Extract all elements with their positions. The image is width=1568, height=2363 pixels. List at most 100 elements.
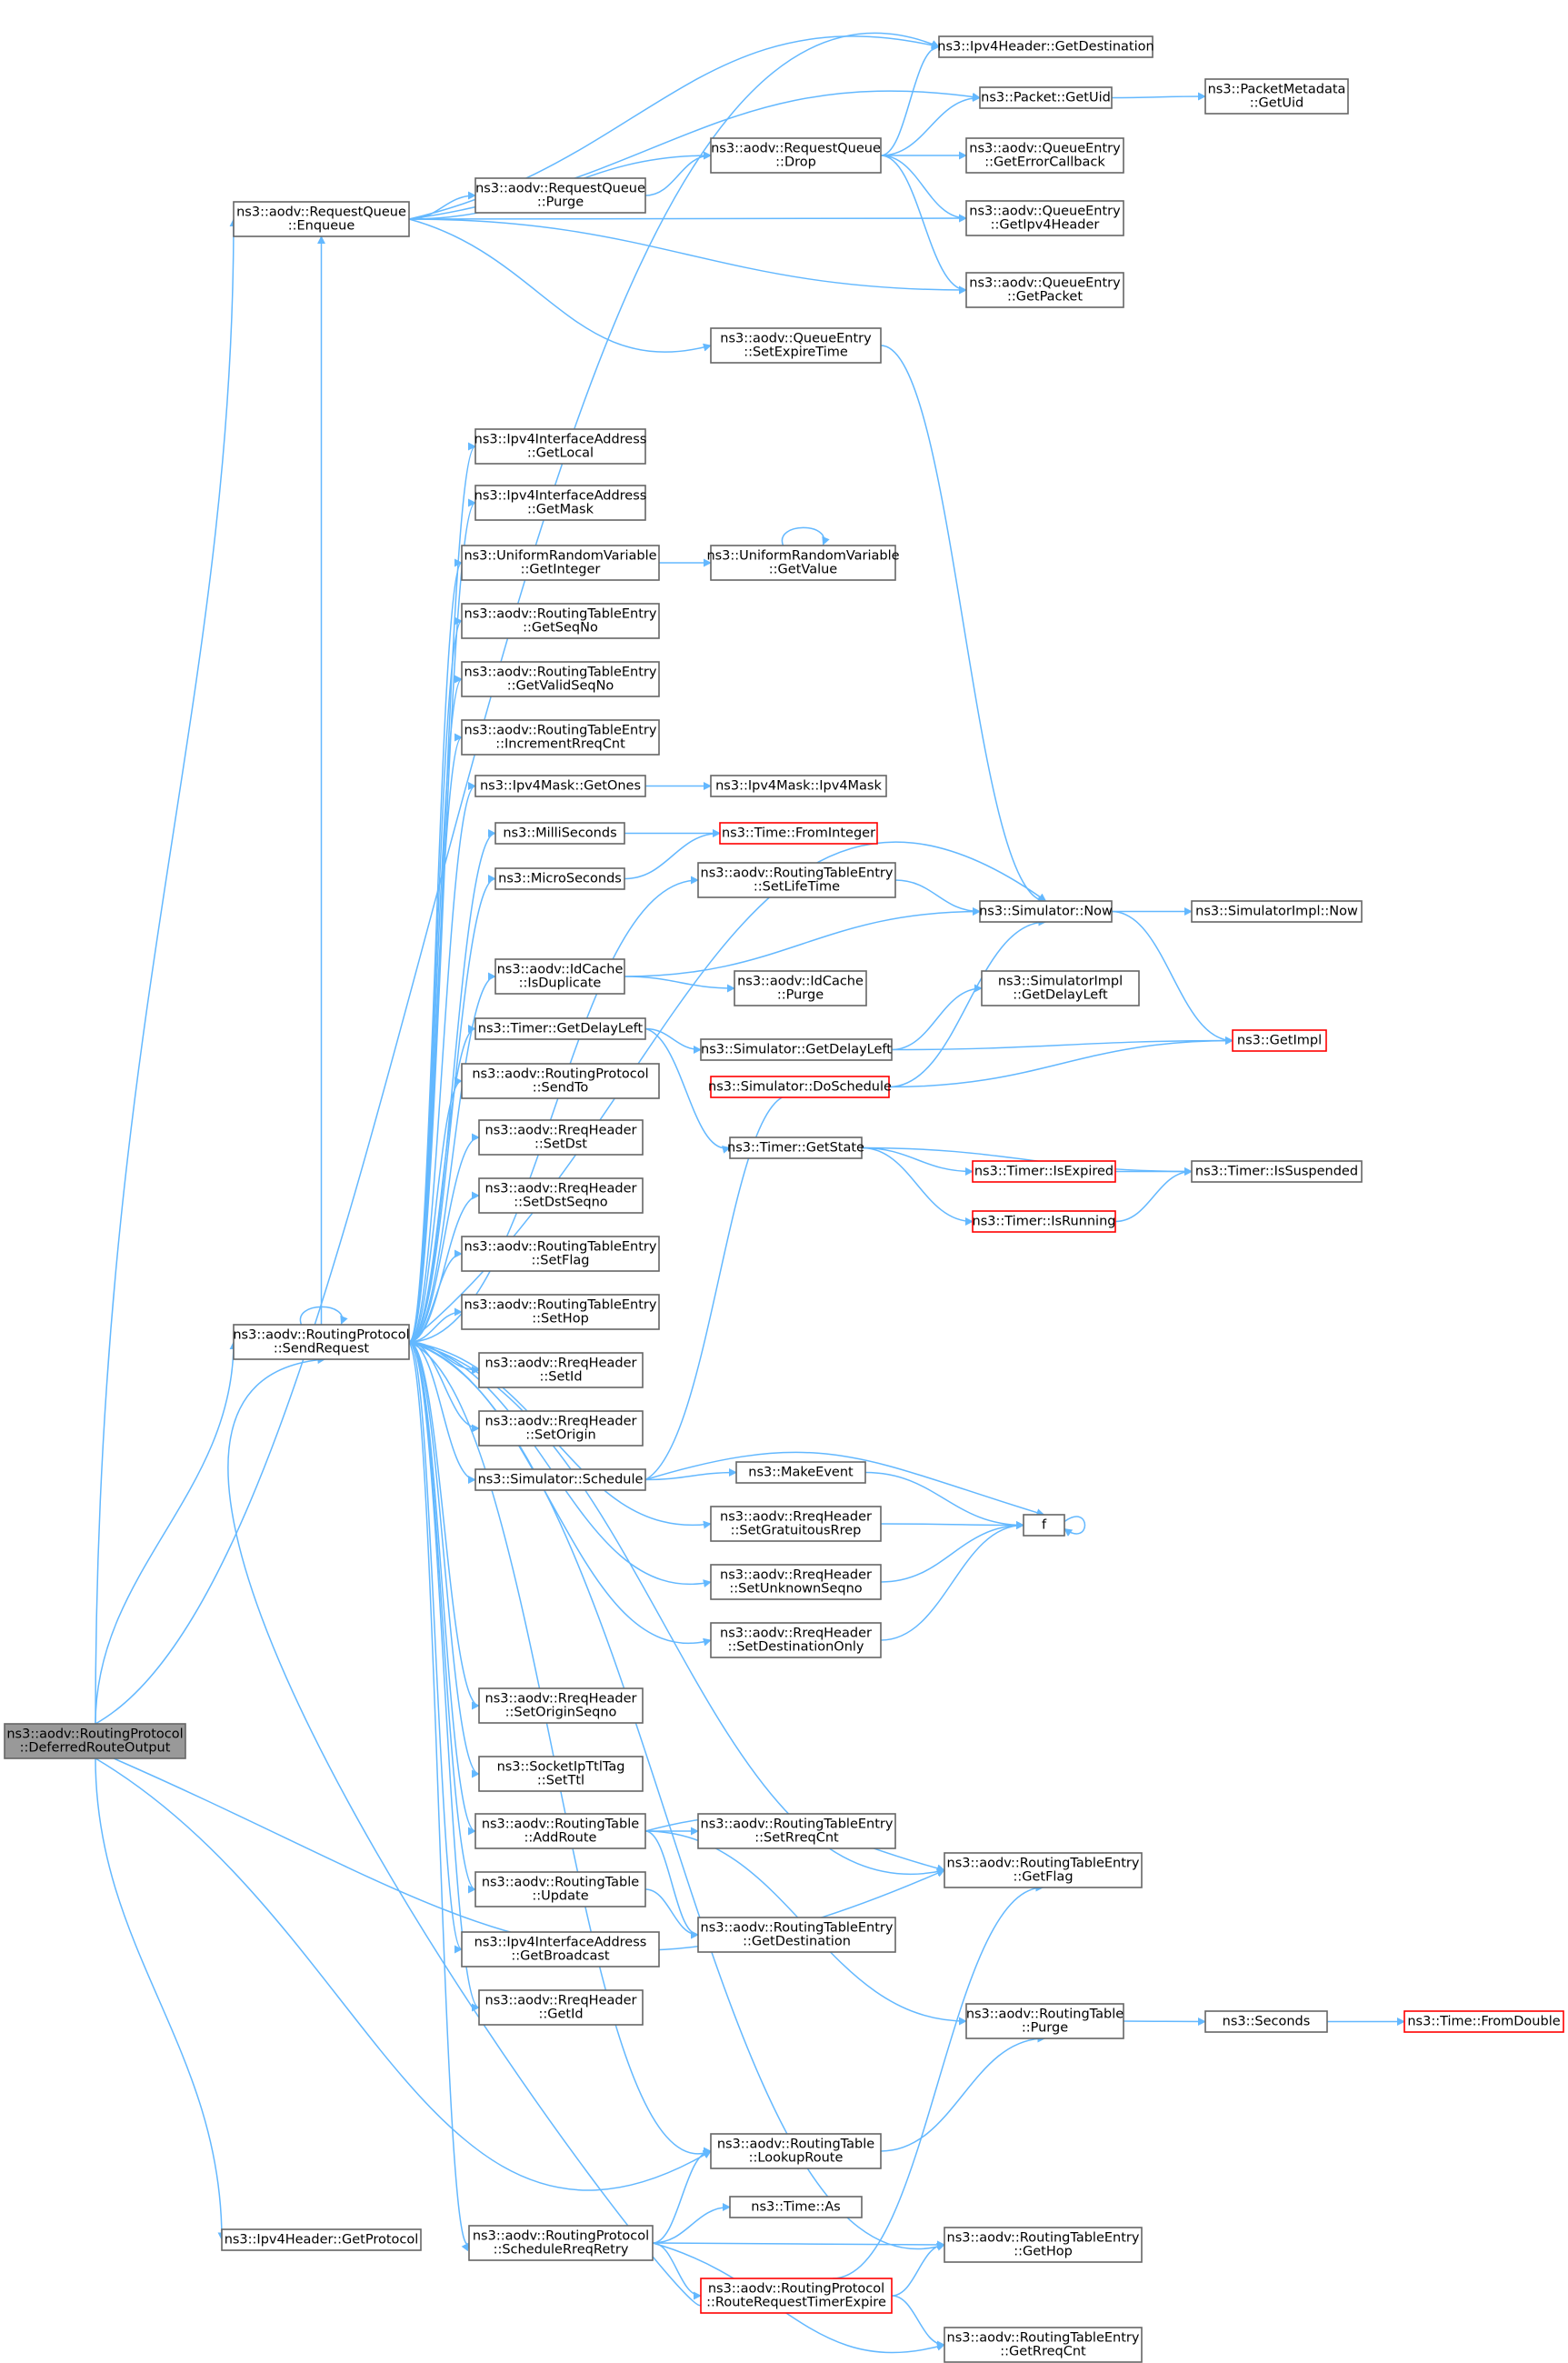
edge-path <box>644 1027 731 1154</box>
node-ifmask[interactable]: ns3::Ipv4InterfaceAddress::GetMask <box>474 485 647 521</box>
node-rrequnk[interactable]: ns3::aodv::RreqHeader::SetUnknownSeqno <box>710 1564 882 1600</box>
node-rreqdst[interactable]: ns3::aodv::RreqHeader::SetDst <box>478 1119 644 1156</box>
node-timerstate[interactable]: ns3::Timer::GetState <box>727 1136 864 1159</box>
node-rtesetcnt[interactable]: ns3::aodv::RoutingTableEntry::SetRreqCnt <box>697 1813 896 1849</box>
node-rtegetdest[interactable]: ns3::aodv::RoutingTableEntry::GetDestina… <box>697 1917 896 1953</box>
node-label-line: ns3::aodv::RreqHeader <box>485 1124 637 1138</box>
node-label-line: ns3::aodv::QueueEntry <box>969 276 1121 291</box>
node-rpsendto[interactable]: ns3::aodv::RoutingProtocol::SendTo <box>461 1063 660 1099</box>
node-ipv4proto[interactable]: ns3::Ipv4Header::GetProtocol <box>221 2228 422 2251</box>
node-rtpurge[interactable]: ns3::aodv::RoutingTable::Purge <box>965 2003 1124 2039</box>
node-qepkt[interactable]: ns3::aodv::QueueEntry::GetPacket <box>965 272 1124 308</box>
node-rtupdate[interactable]: ns3::aodv::RoutingTable::Update <box>474 1871 646 1907</box>
node-label-line: ::AddRoute <box>524 1831 597 1846</box>
node-pmuid[interactable]: ns3::PacketMetadata::GetUid <box>1204 78 1349 115</box>
edge-pktuid-to-pmuid <box>1111 92 1206 101</box>
node-schedretry[interactable]: ns3::aodv::RoutingProtocol::ScheduleRreq… <box>468 2225 654 2261</box>
node-timersusp[interactable]: ns3::Timer::IsSuspended <box>1191 1160 1363 1183</box>
edge-path <box>408 782 476 1343</box>
node-schedule[interactable]: ns3::Simulator::Schedule <box>474 1468 646 1491</box>
node-rtegetcnt[interactable]: ns3::aodv::RoutingTableEntry::GetRreqCnt <box>944 2327 1143 2363</box>
node-qeexp[interactable]: ns3::aodv::QueueEntry::SetExpireTime <box>710 327 882 364</box>
node-label-line: ::SetLifeTime <box>754 880 840 895</box>
node-maskctor[interactable]: ns3::Ipv4Mask::Ipv4Mask <box>710 775 887 797</box>
node-timerexp[interactable]: ns3::Timer::IsExpired <box>972 1160 1116 1183</box>
node-box <box>461 1931 660 1967</box>
node-label-line: ::SetOrigin <box>525 1428 595 1443</box>
node-box <box>965 137 1124 174</box>
node-rreqgetid[interactable]: ns3::aodv::RreqHeader::GetId <box>478 1989 644 2026</box>
node-timerrun[interactable]: ns3::Timer::IsRunning <box>972 1210 1116 1233</box>
node-rteflag[interactable]: ns3::aodv::RoutingTableEntry::SetFlag <box>461 1236 660 1272</box>
node-box <box>719 822 878 845</box>
node-rreqgrat[interactable]: ns3::aodv::RreqHeader::SetGratuitousRrep <box>710 1506 882 1542</box>
node-rqpurge[interactable]: ns3::aodv::RequestQueue::Purge <box>474 177 646 214</box>
edge-path <box>894 879 981 916</box>
node-box <box>710 137 882 174</box>
node-rtevalid[interactable]: ns3::aodv::RoutingTableEntry::GetValidSe… <box>461 661 660 697</box>
node-rreqdonly[interactable]: ns3::aodv::RreqHeader::SetDestinationOnl… <box>710 1622 882 1658</box>
node-maskones[interactable]: ns3::Ipv4Mask::GetOnes <box>474 775 646 797</box>
node-timerdelay[interactable]: ns3::Timer::GetDelayLeft <box>474 1017 646 1040</box>
node-label-line: ns3::aodv::RreqHeader <box>720 1568 872 1583</box>
node-idcdup[interactable]: ns3::aodv::IdCache::IsDuplicate <box>494 958 625 995</box>
node-ipv4dest[interactable]: ns3::Ipv4Header::GetDestination <box>937 35 1154 58</box>
node-box <box>474 177 646 214</box>
node-sendreq[interactable]: ns3::aodv::RoutingProtocol::SendRequest <box>233 1324 410 1360</box>
node-rteseq[interactable]: ns3::aodv::RoutingTableEntry::GetSeqNo <box>461 603 660 639</box>
node-timeas[interactable]: ns3::Time::As <box>729 2196 863 2218</box>
node-root[interactable]: ns3::aodv::RoutingProtocol::DeferredRout… <box>4 1723 186 1759</box>
edge-path <box>880 43 940 156</box>
node-rtlookup[interactable]: ns3::aodv::RoutingTable::LookupRoute <box>710 2133 882 2169</box>
node-label-line: ::Purge <box>537 195 584 210</box>
node-milli[interactable]: ns3::MilliSeconds <box>494 822 625 845</box>
node-simsched[interactable]: ns3::Simulator::DoSchedule <box>708 1076 892 1098</box>
node-iflocal[interactable]: ns3::Ipv4InterfaceAddress::GetLocal <box>474 428 647 465</box>
node-makeevent[interactable]: ns3::MakeEvent <box>735 1461 866 1484</box>
node-box <box>461 1236 660 1272</box>
node-simdelay[interactable]: ns3::Simulator::GetDelayLeft <box>700 1038 893 1061</box>
node-ifbcast[interactable]: ns3::Ipv4InterfaceAddress::GetBroadcast <box>461 1931 660 1967</box>
node-qehdr[interactable]: ns3::aodv::QueueEntry::GetIpv4Header <box>965 200 1124 236</box>
node-label-line: ns3::UniformRandomVariable <box>464 549 656 564</box>
node-box <box>1204 78 1349 115</box>
node-fromint[interactable]: ns3::Time::FromInteger <box>719 822 878 845</box>
node-implnow[interactable]: ns3::SimulatorImpl::Now <box>1191 900 1363 923</box>
node-rtelife[interactable]: ns3::aodv::RoutingTableEntry::SetLifeTim… <box>697 862 896 898</box>
edge-path <box>408 1341 463 1954</box>
node-box <box>1023 1514 1065 1537</box>
edge-path <box>880 155 967 295</box>
node-box <box>938 35 1154 58</box>
node-qeerr[interactable]: ns3::aodv::QueueEntry::GetErrorCallback <box>965 137 1124 174</box>
node-simnow[interactable]: ns3::Simulator::Now <box>979 900 1113 923</box>
edge-sendreq-to-simnow <box>408 841 1047 1343</box>
node-f[interactable]: f <box>1023 1514 1065 1537</box>
node-impldelay[interactable]: ns3::SimulatorImpl::GetDelayLeft <box>981 970 1140 1006</box>
node-enqueue[interactable]: ns3::aodv::RequestQueue::Enqueue <box>233 201 410 237</box>
node-rreqorig[interactable]: ns3::aodv::RreqHeader::SetOrigin <box>478 1410 644 1447</box>
node-seconds[interactable]: ns3::Seconds <box>1204 2010 1328 2033</box>
node-rreqdstseq[interactable]: ns3::aodv::RreqHeader::SetDstSeqno <box>478 1177 644 1214</box>
node-getimpl[interactable]: ns3::GetImpl <box>1232 1029 1327 1052</box>
node-rreqoseq[interactable]: ns3::aodv::RreqHeader::SetOriginSeqno <box>478 1687 644 1724</box>
node-box <box>233 201 410 237</box>
node-idcpurge[interactable]: ns3::aodv::IdCache::Purge <box>734 970 867 1006</box>
node-micro[interactable]: ns3::MicroSeconds <box>494 867 625 890</box>
node-fromdouble[interactable]: ns3::Time::FromDouble <box>1403 2010 1564 2033</box>
node-urvint[interactable]: ns3::UniformRandomVariable::GetInteger <box>461 545 660 581</box>
node-pktuid[interactable]: ns3::Packet::GetUid <box>979 86 1113 109</box>
node-rtehop[interactable]: ns3::aodv::RoutingTableEntry::SetHop <box>461 1294 660 1330</box>
edge-path <box>644 1090 801 1481</box>
node-label-line: ns3::aodv::RreqHeader <box>485 1994 637 2008</box>
node-rrte[interactable]: ns3::aodv::RoutingProtocol::RouteRequest… <box>700 2278 893 2314</box>
node-rtadd[interactable]: ns3::aodv::RoutingTable::AddRoute <box>474 1813 646 1849</box>
node-rreqid[interactable]: ns3::aodv::RreqHeader::SetId <box>478 1352 644 1388</box>
node-box <box>461 661 660 697</box>
node-rqdrop[interactable]: ns3::aodv::RequestQueue::Drop <box>710 137 882 174</box>
node-rteinc[interactable]: ns3::aodv::RoutingTableEntry::IncrementR… <box>461 719 660 756</box>
node-ttltag[interactable]: ns3::SocketIpTtlTag::SetTtl <box>478 1756 644 1792</box>
node-rtegethop[interactable]: ns3::aodv::RoutingTableEntry::GetHop <box>944 2227 1143 2263</box>
node-rtegetflag[interactable]: ns3::aodv::RoutingTableEntry::GetFlag <box>944 1852 1143 1888</box>
node-label-line: ns3::Simulator::DoSchedule <box>708 1080 892 1095</box>
node-urvval[interactable]: ns3::UniformRandomVariable::GetValue <box>706 545 900 581</box>
